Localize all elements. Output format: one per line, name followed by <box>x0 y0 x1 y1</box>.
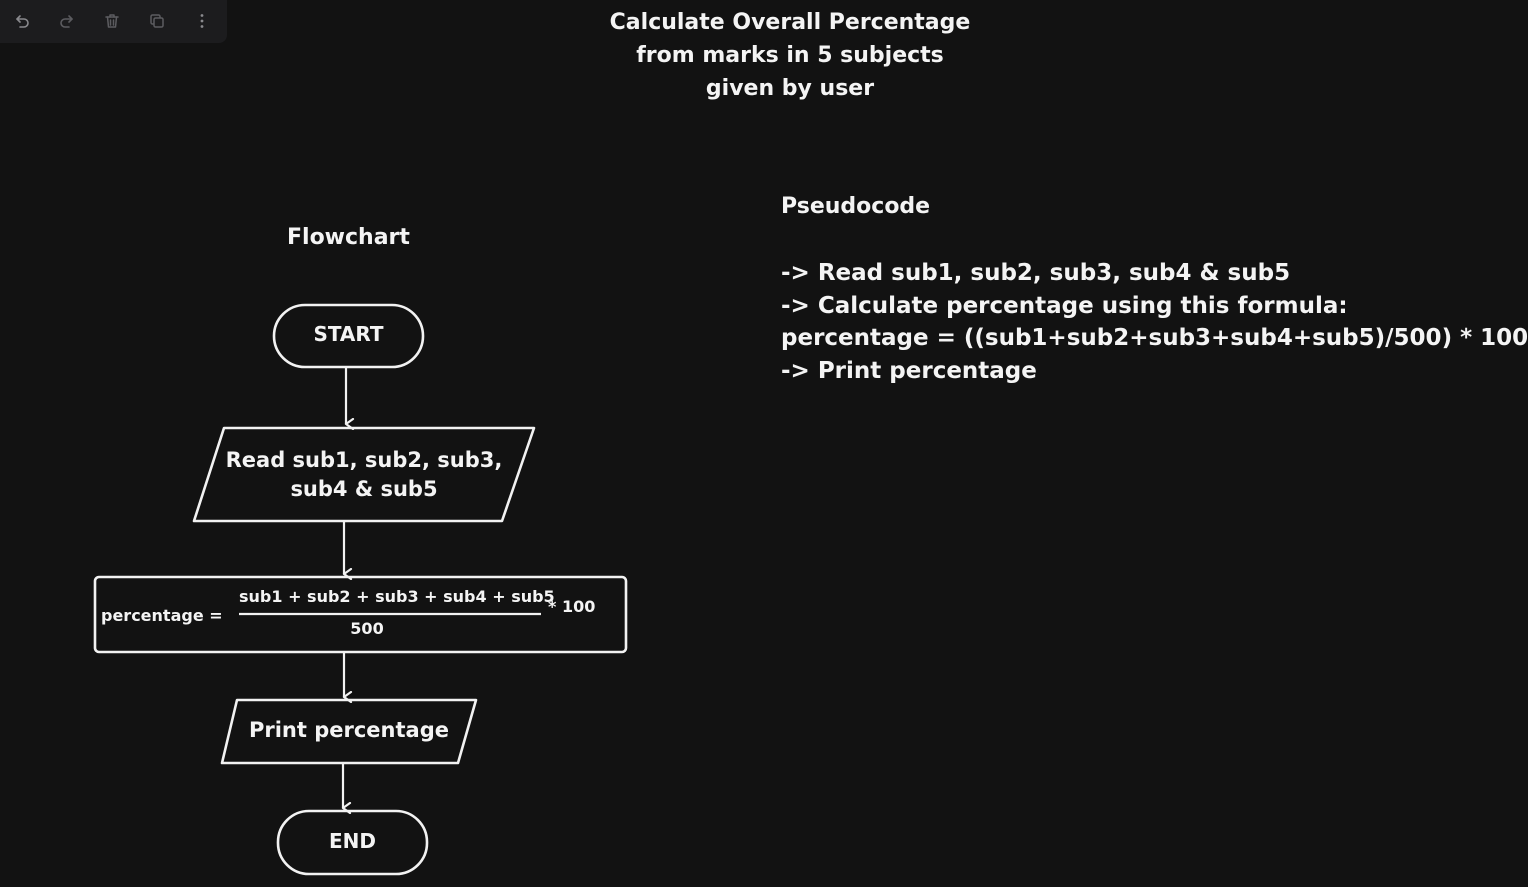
formula-multiplier: * 100 <box>548 597 596 616</box>
duplicate-button[interactable] <box>143 7 171 35</box>
start-terminator[interactable] <box>272 303 425 369</box>
more-button[interactable] <box>188 7 216 35</box>
undo-button[interactable] <box>8 7 36 35</box>
title-line-1: Calculate Overall Percentage <box>609 10 971 35</box>
print-label: Print percentage <box>248 718 449 742</box>
read-input-parallelogram[interactable] <box>192 426 536 523</box>
undo-icon <box>16 15 29 28</box>
print-output-parallelogram[interactable] <box>220 698 478 765</box>
formula-process-box[interactable] <box>93 575 628 654</box>
copy-icon <box>150 14 164 28</box>
delete-button[interactable] <box>98 7 126 35</box>
start-label: START <box>313 322 384 346</box>
pseudocode-heading: Pseudocode <box>781 194 931 219</box>
end-terminator[interactable] <box>276 809 429 876</box>
toolbar <box>0 0 227 43</box>
read-label: Read sub1, sub2, sub3, sub4 & sub5 <box>214 446 514 504</box>
title-line-2: from marks in 5 subjects <box>636 43 944 68</box>
flowchart-heading: Flowchart <box>287 225 410 250</box>
title-line-3: given by user <box>705 76 875 101</box>
formula-lhs: percentage = <box>101 606 223 625</box>
more-vertical-icon <box>200 14 204 28</box>
pseudocode-line-2: -> Calculate percentage using this formu… <box>781 292 1348 319</box>
formula-numerator: sub1 + sub2 + sub3 + sub4 + sub5 <box>239 587 555 606</box>
redo-button[interactable] <box>53 7 81 35</box>
read-label-line-1: Read sub1, sub2, sub3, <box>225 448 503 472</box>
formula-denominator: 500 <box>350 619 384 638</box>
trash-icon <box>105 14 119 28</box>
pseudocode-line-4: -> Print percentage <box>781 357 1037 384</box>
redo-icon <box>60 15 73 28</box>
pseudocode-line-3: percentage = ((sub1+sub2+sub3+sub4+sub5)… <box>781 325 1528 351</box>
pseudocode-block: -> Read sub1, sub2, sub3, sub4 & sub5 ->… <box>781 257 1528 387</box>
pseudocode-line-1: -> Read sub1, sub2, sub3, sub4 & sub5 <box>781 260 1291 286</box>
end-label: END <box>328 829 376 853</box>
read-label-line-2: sub4 & sub5 <box>290 477 438 501</box>
diagram-title: Calculate Overall Percentage from marks … <box>540 6 1040 105</box>
